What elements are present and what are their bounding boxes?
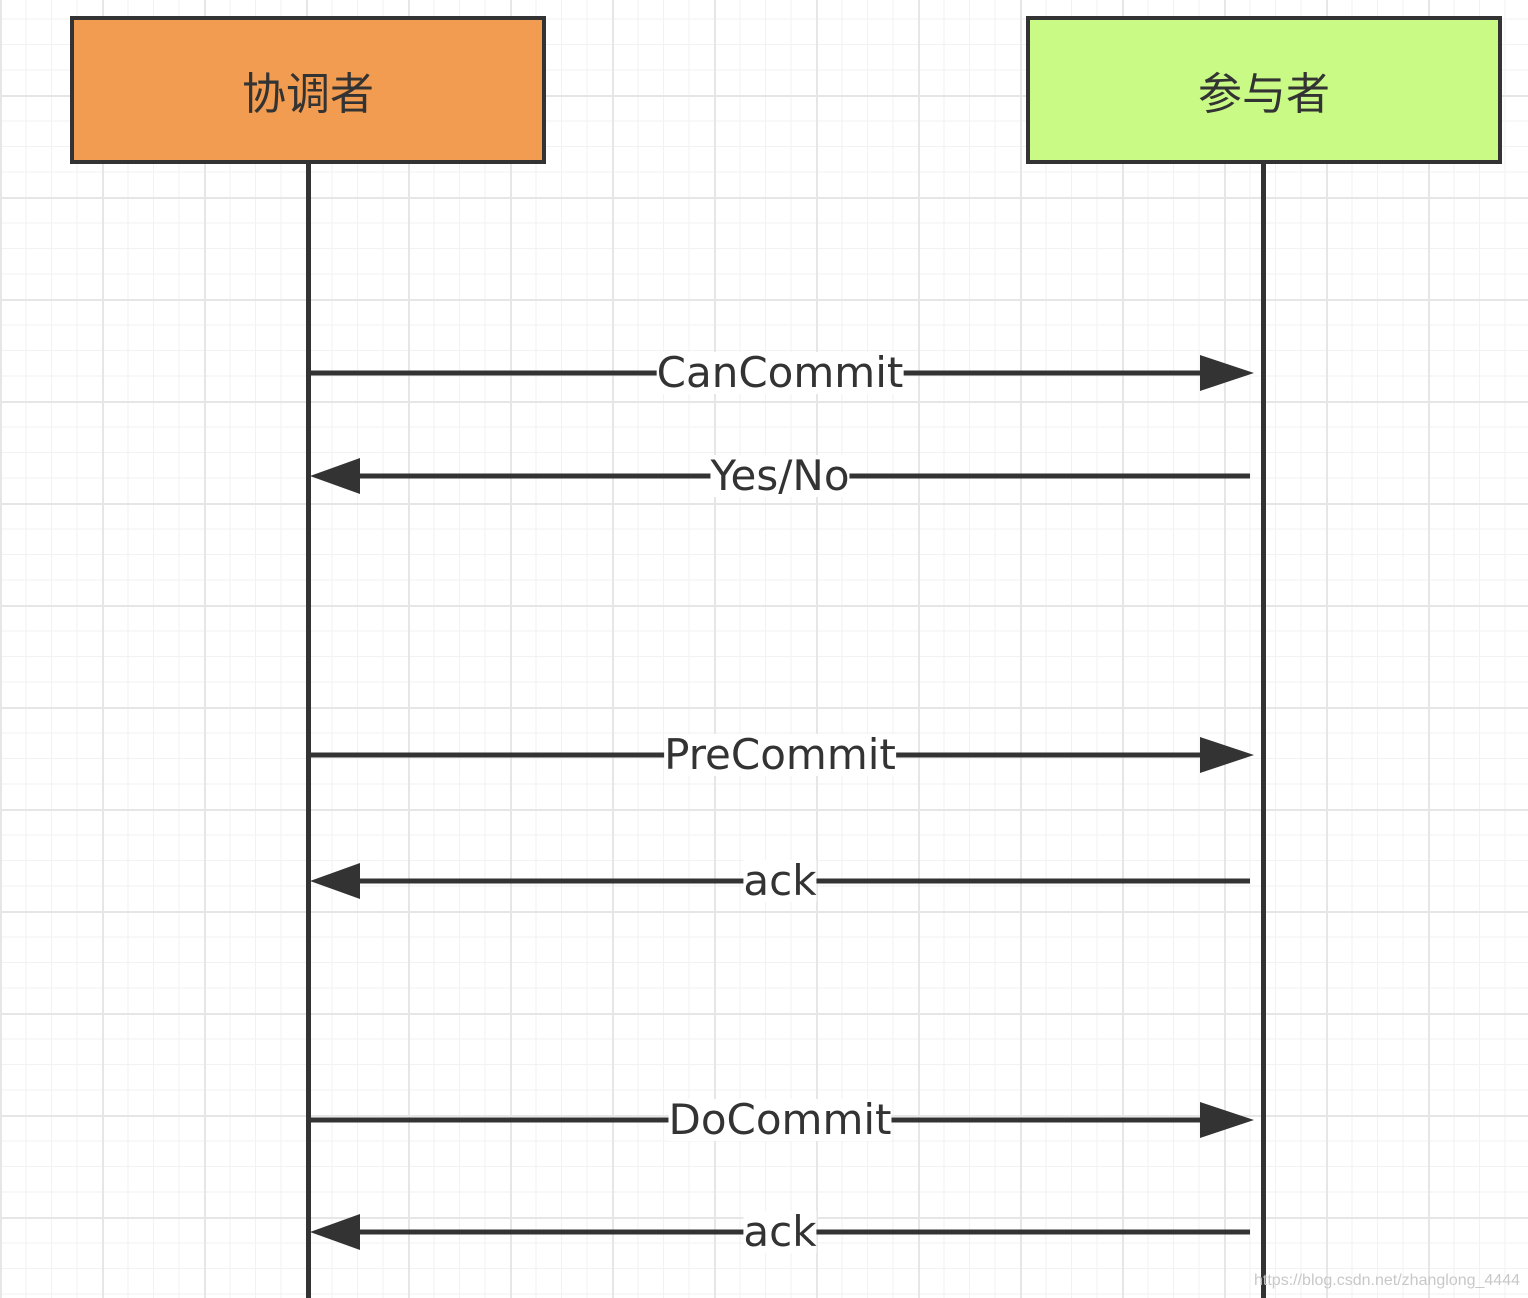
arrowhead-icon	[310, 1214, 360, 1250]
watermark: https://blog.csdn.net/zhanglong_4444	[1254, 1272, 1520, 1289]
message-label-cancommit: CanCommit	[656, 348, 904, 397]
participant-box: 参与者	[1026, 16, 1502, 164]
message-label-yes-no: Yes/No	[710, 451, 850, 500]
coordinator-label: 协调者	[242, 69, 374, 120]
message-label-docommit: DoCommit	[668, 1095, 892, 1144]
arrowhead-icon	[1200, 737, 1254, 773]
arrowhead-icon	[1200, 355, 1254, 391]
message-label-precommit: PreCommit	[664, 730, 896, 779]
coordinator-lifeline	[306, 164, 311, 1298]
message-label-ack-1: ack	[743, 856, 817, 905]
participant-lifeline	[1261, 164, 1266, 1298]
arrowhead-icon	[1200, 1102, 1254, 1138]
coordinator-box: 协调者	[70, 16, 546, 164]
arrowhead-icon	[310, 458, 360, 494]
message-label-ack-2: ack	[743, 1207, 817, 1256]
arrowhead-icon	[310, 863, 360, 899]
participant-label: 参与者	[1198, 69, 1330, 120]
